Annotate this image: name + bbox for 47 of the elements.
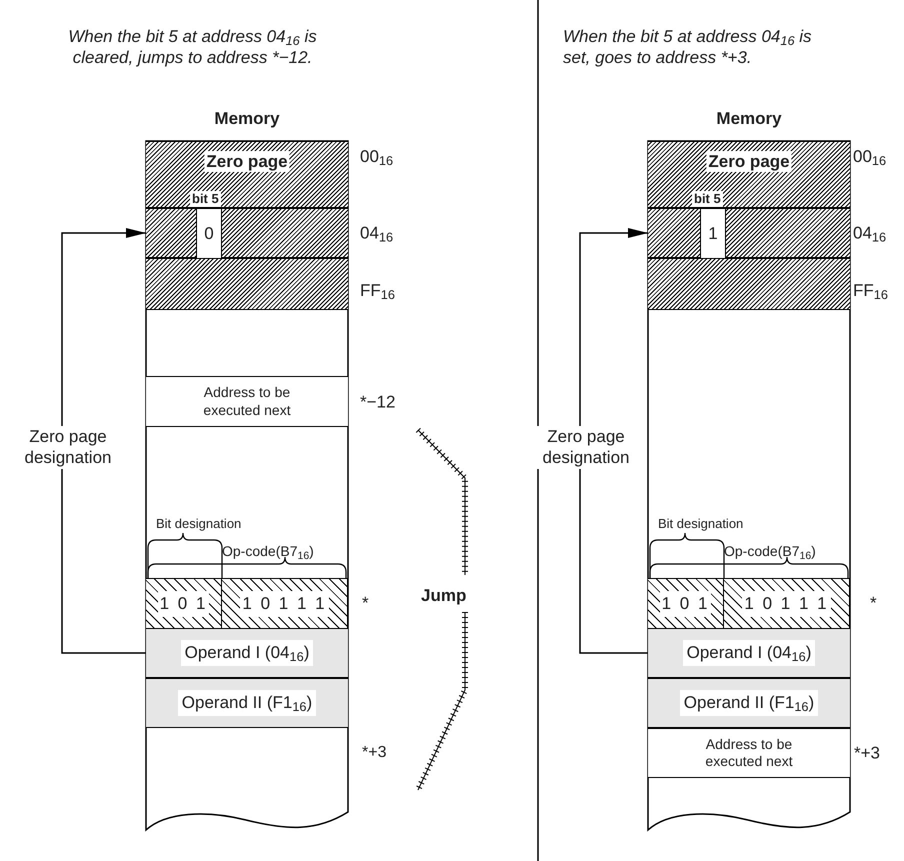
row-text: Address to be executed next — [202, 384, 292, 419]
bit-value: 0 — [204, 223, 214, 246]
bit-cell — [700, 209, 726, 259]
operand-row — [648, 678, 850, 728]
address-label: 00$_{16}$ — [853, 147, 886, 166]
bit-values: 1 0 1 — [158, 591, 210, 617]
brace-label: Op-code(B7$_{16}$) — [724, 542, 816, 562]
address-label: FF$_{16}$ — [360, 280, 395, 300]
bit-field — [146, 579, 222, 629]
connector-arrow — [579, 228, 648, 654]
column-heading: Memory — [214, 108, 280, 130]
bit-values: 1 0 1 — [660, 591, 712, 617]
operand-row — [146, 628, 348, 678]
bit-label: bit 5 — [692, 190, 723, 207]
column-heading: Memory — [716, 108, 782, 130]
row-text: Operand I (04$_{16}$) — [682, 640, 816, 666]
address-label: * — [870, 593, 877, 612]
address-label: 04$_{16}$ — [853, 223, 886, 242]
address-label: FF$_{16}$ — [853, 280, 888, 300]
bit-field — [648, 579, 724, 629]
bit-value: 1 — [708, 223, 718, 246]
connector-arrow — [61, 228, 146, 654]
brace-label: Bit designation — [156, 515, 242, 533]
operand-row — [648, 628, 850, 678]
caption-text: When the bit 5 at address 04$_{16}$ is cleared, jumps to address *−12. — [67, 26, 318, 68]
bit-label: bit 5 — [190, 190, 221, 207]
operand-row — [146, 678, 348, 728]
brace-label: Bit designation — [658, 515, 744, 533]
bit-field — [724, 579, 850, 629]
row-text: Operand II (F1$_{16}$) — [680, 690, 818, 716]
row-title: Zero page — [204, 151, 290, 172]
row-text: Operand I (04$_{16}$) — [180, 640, 314, 666]
address-label: 00$_{16}$ — [360, 147, 394, 166]
address-label: 04$_{16}$ — [360, 223, 394, 242]
address-label: *−12 — [360, 392, 396, 411]
brace-label: Op-code(B7$_{16}$) — [222, 542, 314, 562]
bit-field — [222, 579, 348, 629]
bit-cell — [196, 209, 222, 259]
address-label: *+3 — [854, 743, 880, 762]
caption-text: When the bit 5 at address 04$_{16}$ is set, goes to address *+3. — [563, 26, 813, 68]
address-label: *+3 — [362, 743, 386, 763]
address-label: * — [362, 593, 369, 612]
bit-values: 1 0 1 1 1 — [742, 591, 831, 617]
row-text: Operand II (F1$_{16}$) — [178, 690, 316, 716]
row-text: Address to be executed next — [704, 736, 794, 770]
bit-values: 1 0 1 1 1 — [240, 591, 329, 617]
row-title: Zero page — [706, 151, 792, 172]
